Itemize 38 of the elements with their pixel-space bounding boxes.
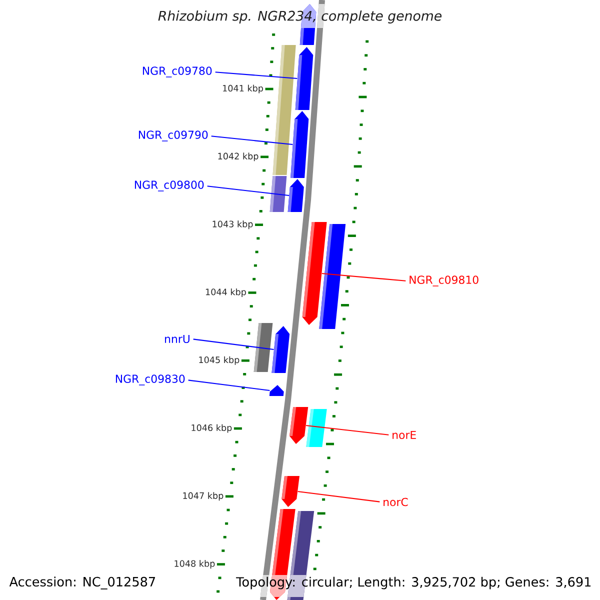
leader-line (322, 272, 406, 282)
gene-label: norE (392, 430, 416, 440)
gene-block (272, 326, 290, 373)
accession-text: Accession: NC_012587 (9, 576, 155, 590)
scale-label: 1041 kbp (223, 84, 263, 94)
gene-label: NGR_c09780 (142, 66, 212, 78)
gene-label: NGR_c09830 (116, 374, 185, 386)
gene-bar (254, 323, 273, 372)
scale-label: 1042 kbp (218, 152, 258, 162)
gene-block (288, 179, 304, 212)
map-title: Rhizobium sp. NGR234, complete genome (158, 10, 442, 24)
leader-line (211, 136, 293, 146)
leader-line (193, 338, 274, 350)
genome-info-text: Topology: circular; Length: 3,925,702 bp; Genes: 3,691 (236, 576, 591, 590)
leader-line (306, 424, 389, 436)
gene-label: NGR_c09800 (134, 180, 204, 192)
gene-label: nnrU (165, 334, 190, 344)
scale-label: 1047 kbp (183, 492, 224, 501)
scale-label: 1046 kbp (192, 424, 232, 433)
gene-block (282, 476, 300, 507)
gene-bar (319, 224, 346, 329)
scale-label: 1048 kbp (174, 560, 215, 569)
gene-block (290, 407, 308, 444)
gene-label: NGR_c09790 (138, 130, 208, 142)
scale-label: 1043 kbp (212, 220, 253, 230)
gene-bar (306, 409, 327, 447)
leader-line (298, 490, 380, 502)
scale-label: 1045 kbp (199, 356, 240, 365)
gene-label: NGR_c09810 (410, 276, 478, 286)
leader-line (215, 72, 298, 80)
gene-bar (270, 176, 287, 212)
gene-bar (272, 45, 296, 175)
leader-line (207, 186, 290, 196)
gene-block (295, 47, 314, 110)
gene-label: norC (384, 498, 408, 506)
gene-block (269, 385, 284, 396)
leader-line (188, 380, 270, 392)
scale-label: 1044 kbp (206, 288, 246, 297)
